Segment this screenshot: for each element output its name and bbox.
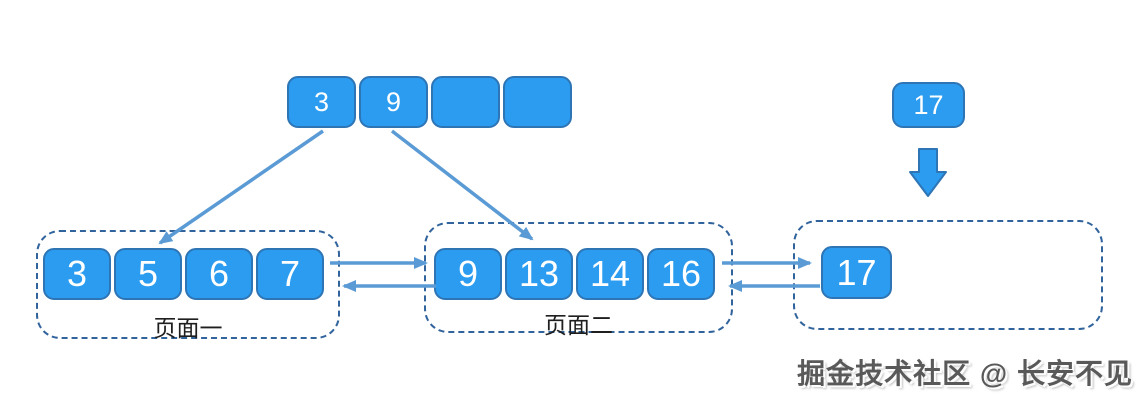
page-3-cells: 17 (821, 246, 892, 299)
root-node: 3 9 (287, 76, 572, 128)
page-2-cell-1: 13 (505, 248, 573, 300)
insert-down-arrow-icon (909, 148, 947, 197)
arrow-root-to-page1 (158, 129, 324, 245)
root-cell-1: 9 (359, 76, 428, 128)
page-2-cells: 9 13 14 16 (434, 248, 715, 300)
pending-key-cell: 17 (892, 82, 965, 128)
page-2-cell-3: 16 (647, 248, 715, 300)
watermark-text: 掘金技术社区 @ 长安不见 (797, 358, 1133, 389)
page-1-cell-1: 5 (114, 248, 182, 300)
root-cell-0: 3 (287, 76, 356, 128)
page-1-label: 页面一 (153, 316, 223, 341)
page-2-cell-0: 9 (434, 248, 502, 300)
page-3-container: 17 (793, 220, 1103, 330)
root-cell-3-empty (503, 76, 572, 128)
page-1-container: 3 5 6 7 页面一 (36, 230, 340, 341)
page-1-cells: 3 5 6 7 (43, 248, 324, 300)
page-2-container: 9 13 14 16 页面二 (424, 222, 733, 338)
root-cell-2-empty (431, 76, 500, 128)
page-2-label: 页面二 (544, 313, 613, 338)
page-3-cell-0: 17 (821, 246, 892, 299)
page-1-cell-3: 7 (256, 248, 324, 300)
page-1-cell-0: 3 (43, 248, 111, 300)
page-2-cell-2: 14 (576, 248, 644, 300)
page-1-cell-2: 6 (185, 248, 253, 300)
